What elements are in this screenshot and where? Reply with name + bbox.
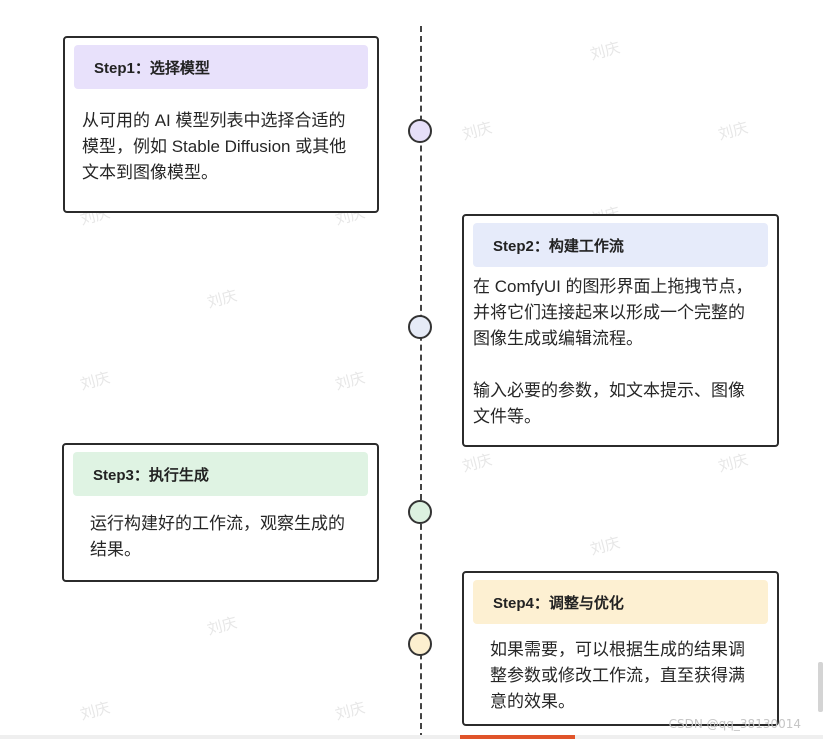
step-header-4: Step4：调整与优化 xyxy=(473,580,768,624)
step-title: Step1：选择模型 xyxy=(94,59,210,77)
step-card-4: Step4：调整与优化 如果需要，可以根据生成的结果调整参数或修改工作流，直至获… xyxy=(462,571,779,726)
watermark: 刘庆 xyxy=(460,118,494,144)
timeline-node-step3 xyxy=(408,500,432,524)
csdn-watermark: CSDN @qq_38130014 xyxy=(668,717,801,731)
timeline-node-step2 xyxy=(408,315,432,339)
watermark: 刘庆 xyxy=(78,368,112,394)
watermark: 刘庆 xyxy=(78,698,112,724)
step-description: 在 ComfyUI 的图形界面上拖拽节点，并将它们连接起来以形成一个完整的图像生… xyxy=(473,277,753,348)
step-body-1: 从可用的 AI 模型列表中选择合适的模型，例如 Stable Diffusion… xyxy=(82,108,361,186)
watermark: 刘庆 xyxy=(333,368,367,394)
watermark: 刘庆 xyxy=(588,38,622,64)
watermark: 刘庆 xyxy=(460,450,494,476)
bottom-bar xyxy=(0,735,823,739)
step-card-1: Step1：选择模型 从可用的 AI 模型列表中选择合适的模型，例如 Stabl… xyxy=(63,36,379,213)
watermark: 刘庆 xyxy=(205,613,239,639)
step-title: Step3：执行生成 xyxy=(93,466,209,484)
step-card-3: Step3：执行生成 运行构建好的工作流，观察生成的结果。 xyxy=(62,443,379,582)
step-header-3: Step3：执行生成 xyxy=(73,452,368,496)
watermark: 刘庆 xyxy=(205,286,239,312)
watermark: 刘庆 xyxy=(588,533,622,559)
step-body-3: 运行构建好的工作流，观察生成的结果。 xyxy=(90,511,361,563)
step-card-2: Step2：构建工作流 在 ComfyUI 的图形界面上拖拽节点，并将它们连接起… xyxy=(462,214,779,447)
step-header-2: Step2：构建工作流 xyxy=(473,223,768,267)
step-title: Step2：构建工作流 xyxy=(493,237,624,255)
step-description: 如果需要，可以根据生成的结果调整参数或修改工作流，直至获得满意的效果。 xyxy=(490,640,745,711)
scrollbar[interactable] xyxy=(818,662,823,712)
step-description: 输入必要的参数，如文本提示、图像文件等。 xyxy=(473,381,745,426)
timeline-line xyxy=(420,26,422,739)
step-description: 运行构建好的工作流，观察生成的结果。 xyxy=(90,514,345,559)
step-header-1: Step1：选择模型 xyxy=(74,45,368,89)
timeline-node-step1 xyxy=(408,119,432,143)
timeline-node-step4 xyxy=(408,632,432,656)
step-title: Step4：调整与优化 xyxy=(493,594,624,612)
step-body-4: 如果需要，可以根据生成的结果调整参数或修改工作流，直至获得满意的效果。 xyxy=(490,637,753,715)
watermark: 刘庆 xyxy=(716,118,750,144)
step-body-2: 在 ComfyUI 的图形界面上拖拽节点，并将它们连接起来以形成一个完整的图像生… xyxy=(473,274,761,430)
bottom-accent xyxy=(460,735,575,739)
watermark: 刘庆 xyxy=(716,450,750,476)
watermark: 刘庆 xyxy=(333,698,367,724)
step-description: 从可用的 AI 模型列表中选择合适的模型，例如 Stable Diffusion… xyxy=(82,111,347,182)
